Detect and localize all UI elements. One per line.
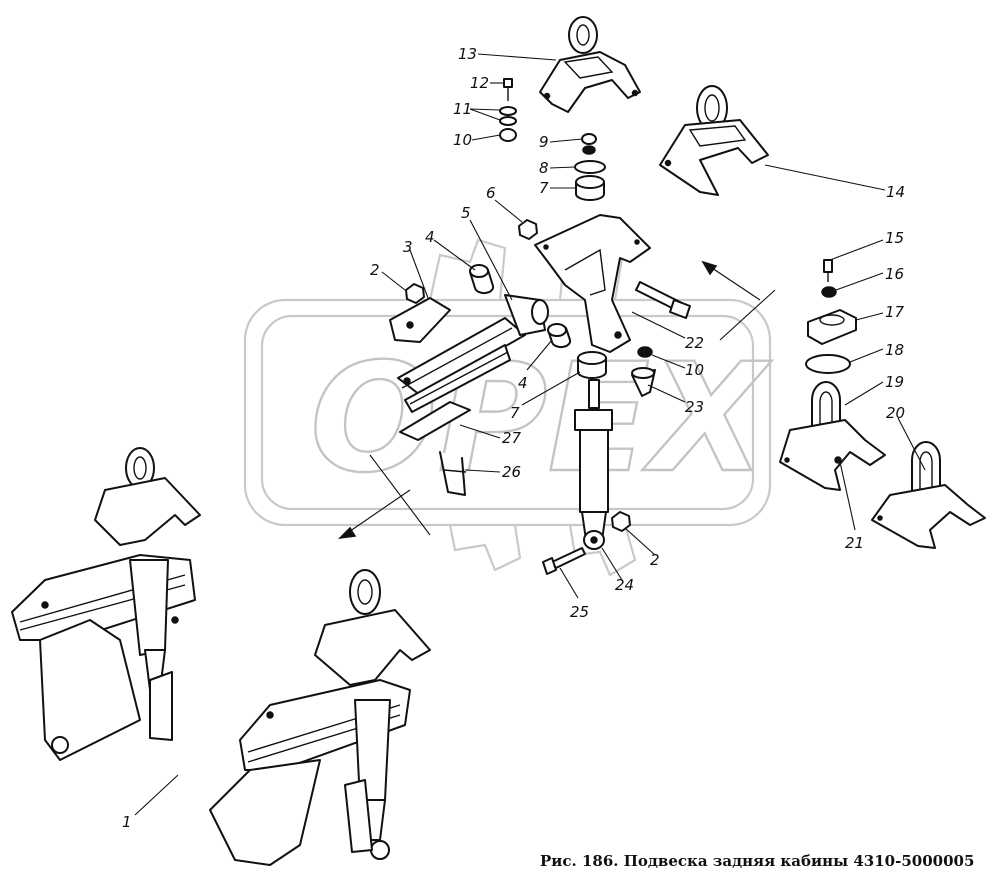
- label-8: 8: [539, 159, 549, 177]
- part-15-bolt: [823, 259, 833, 282]
- label-24: 24: [615, 576, 634, 594]
- label-22: 22: [685, 334, 704, 352]
- direction-arrows: [337, 260, 776, 540]
- part-4-bushing-lower: [547, 323, 572, 349]
- part-17-cushion: [807, 309, 857, 345]
- label-17: 17: [885, 303, 905, 321]
- part-22-central-bracket: [534, 214, 651, 353]
- part-26-u-bolt: [439, 451, 467, 496]
- label-2: 2: [370, 261, 380, 279]
- part-4-bushing-upper: [469, 264, 495, 295]
- leader-lines: [134, 53, 926, 816]
- assembly-1-left: [11, 447, 201, 761]
- part-5-spring-arm: [397, 294, 549, 413]
- label-3: 3: [403, 238, 413, 256]
- part-14-mount-bracket: [659, 85, 769, 196]
- figure-caption: Рис. 186. Подвеска задняя кабины 4310-50…: [540, 852, 975, 870]
- label-4: 4: [425, 228, 435, 246]
- part-10-nut: [499, 128, 517, 142]
- part-labels: 13 12 11 10 9 8 7 14 6 5 4 3 2 22 10 23 …: [122, 45, 905, 831]
- label-26: 26: [502, 463, 521, 481]
- label-5: 5: [461, 204, 471, 222]
- label-9: 9: [539, 133, 549, 151]
- label-7-lower: 7: [510, 404, 520, 422]
- part-20-mount-bracket: [871, 441, 986, 549]
- label-18: 18: [885, 341, 904, 359]
- part-9-nut: [581, 133, 597, 155]
- label-13: 13: [458, 45, 477, 63]
- part-7-bushing-lower: [577, 351, 607, 379]
- part-23-buffer: [631, 367, 656, 397]
- label-4-lower: 4: [518, 374, 528, 392]
- label-21: 21: [845, 534, 864, 552]
- label-6: 6: [486, 184, 496, 202]
- label-27: 27: [502, 429, 522, 447]
- part-7-bushing: [575, 175, 605, 201]
- shock-absorber: [574, 379, 613, 550]
- label-10: 10: [453, 131, 472, 149]
- part-2-nut-lower: [611, 511, 631, 532]
- label-1: 1: [122, 813, 132, 831]
- part-22-bolt: [635, 281, 691, 319]
- label-12: 12: [470, 74, 489, 92]
- label-15: 15: [885, 229, 904, 247]
- part-3-plate: [389, 297, 451, 343]
- watermark: OPEX: [243, 228, 773, 577]
- label-23: 23: [685, 398, 704, 416]
- part-10-nut-lower: [637, 346, 653, 358]
- part-6-nut: [518, 219, 538, 240]
- label-7: 7: [539, 179, 549, 197]
- part-8-washer: [574, 160, 606, 174]
- label-16: 16: [885, 265, 904, 283]
- watermark-text: OPEX: [310, 332, 772, 506]
- label-25: 25: [570, 603, 589, 621]
- label-14: 14: [886, 183, 905, 201]
- part-27-shim: [399, 401, 471, 441]
- part-13-mount-bracket: [539, 16, 641, 113]
- assembly-1-right: [209, 569, 431, 866]
- part-25-bolt: [542, 547, 586, 575]
- label-10-lower: 10: [685, 361, 704, 379]
- part-12-bolt: [503, 78, 513, 101]
- label-19: 19: [885, 373, 904, 391]
- label-11: 11: [453, 100, 472, 118]
- part-18-plate: [805, 354, 851, 374]
- label-2-lower: 2: [650, 551, 660, 569]
- part-16-nut: [821, 286, 837, 298]
- label-20: 20: [886, 404, 905, 422]
- part-2-nut: [405, 283, 425, 304]
- part-11-washers: [499, 106, 517, 126]
- part-19-mount-bracket: [779, 381, 886, 491]
